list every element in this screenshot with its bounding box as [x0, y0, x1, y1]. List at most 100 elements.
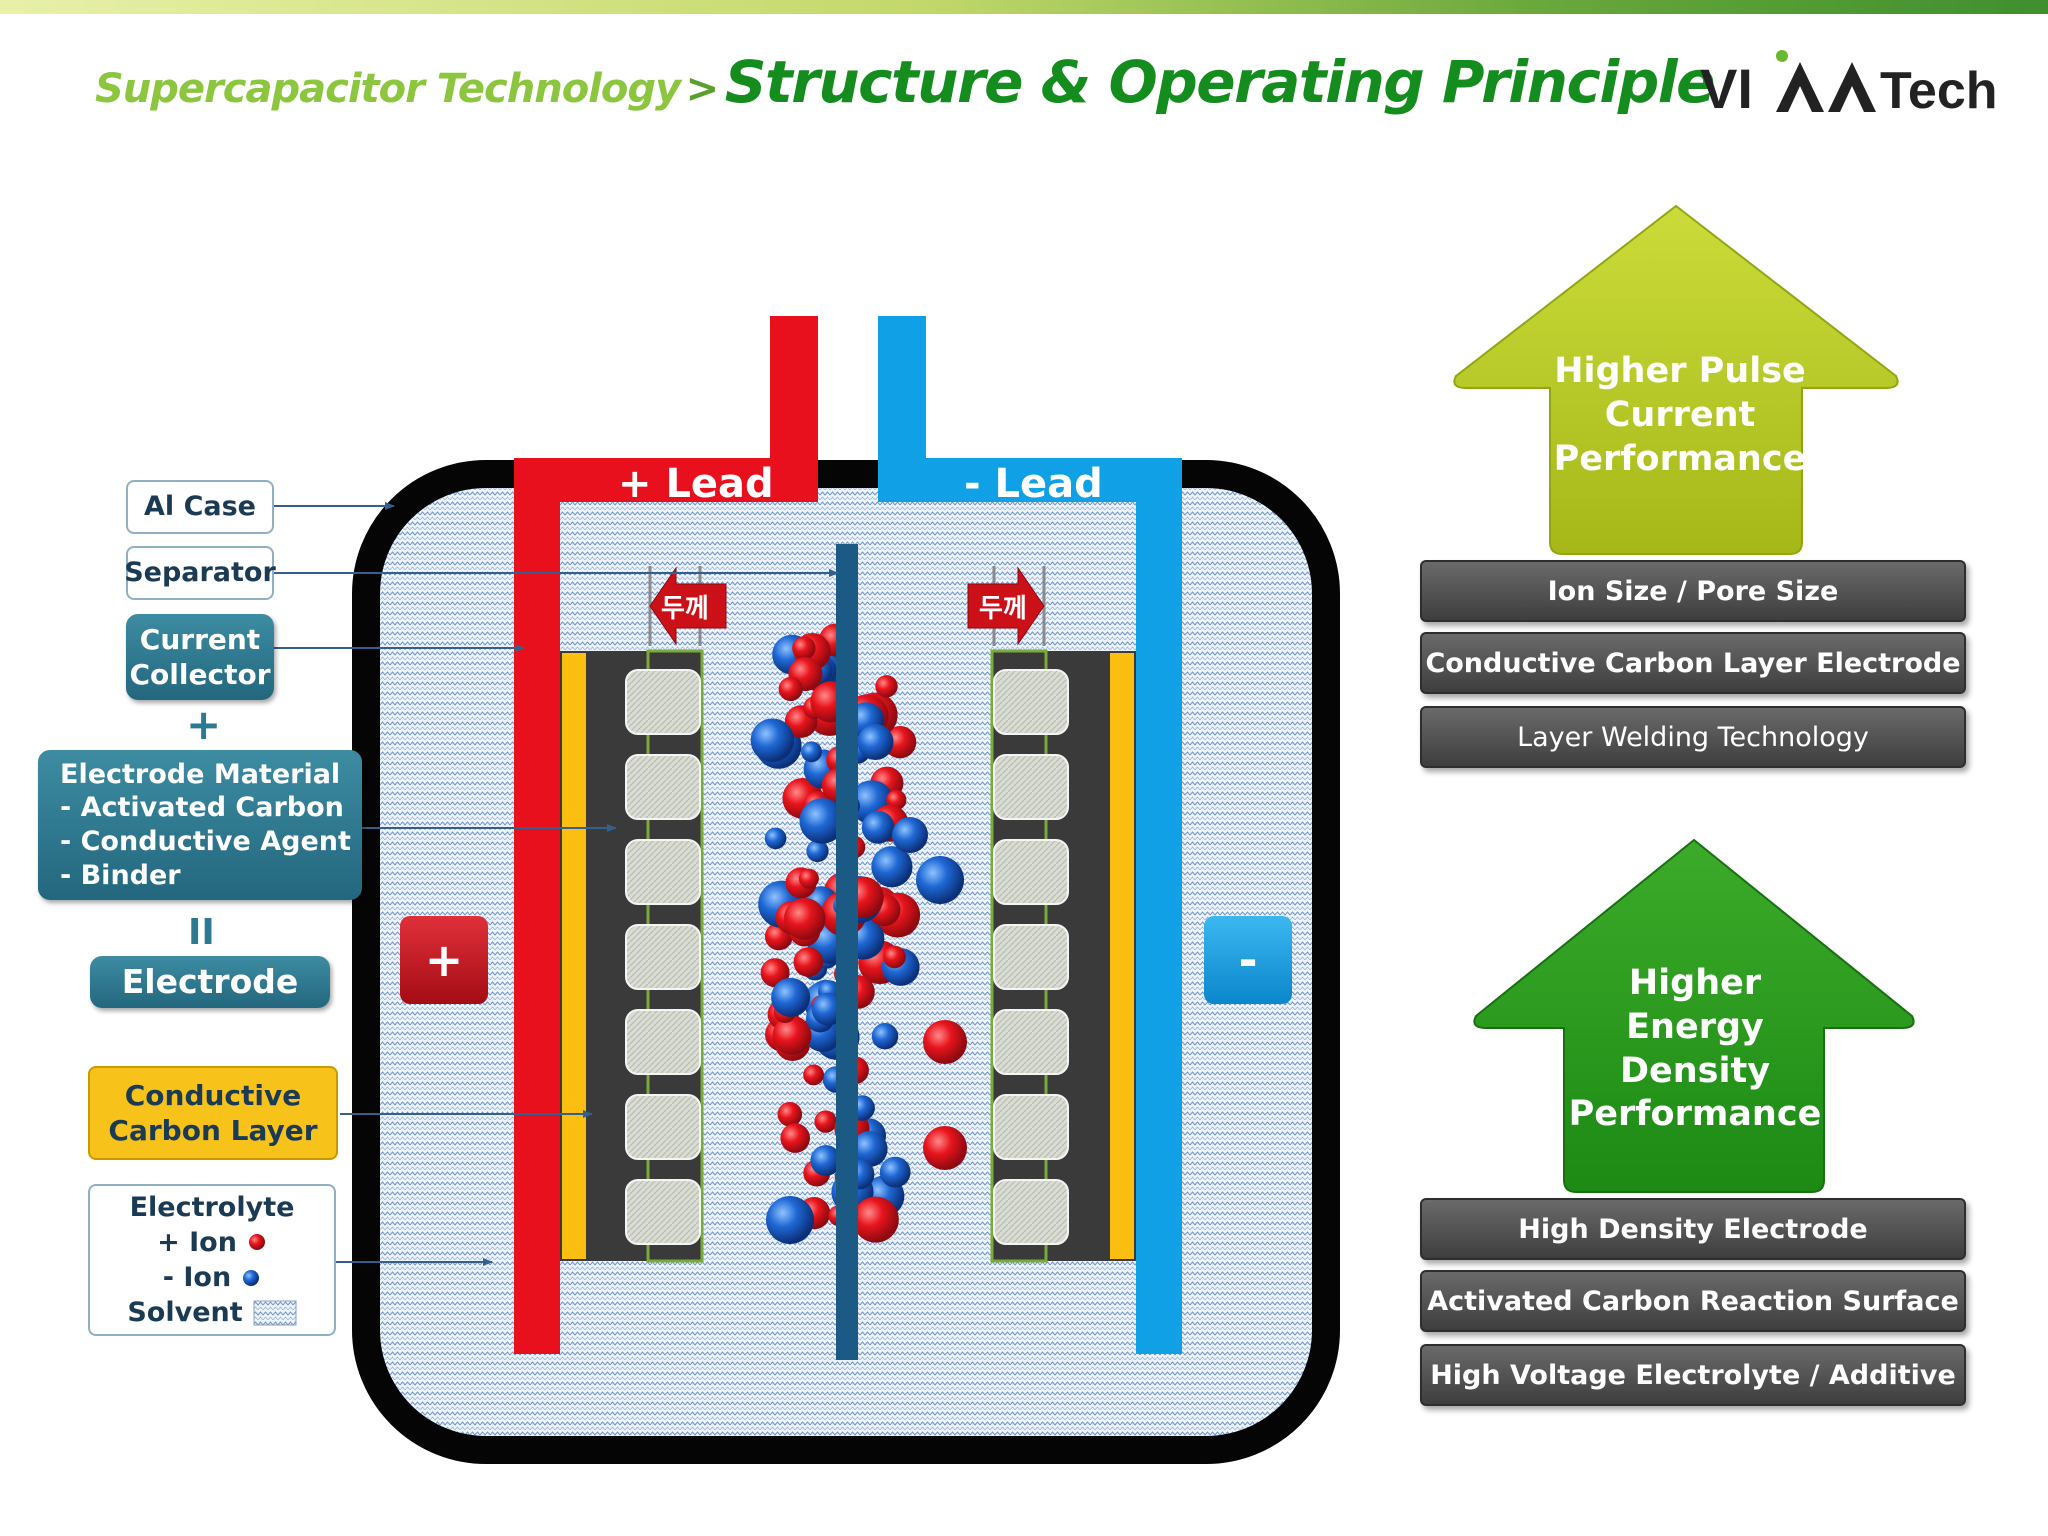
activated-carbon-block [993, 1179, 1069, 1245]
negative-ion [851, 1131, 888, 1167]
energy-factor-bar: High Voltage Electrolyte / Additive [1420, 1344, 1966, 1406]
positive-ion [852, 1196, 899, 1243]
title-separator: > [685, 66, 720, 112]
negative-ion [879, 1156, 911, 1188]
energy-factor-bar: Activated Carbon Reaction Surface [1420, 1270, 1966, 1332]
activated-carbon-block [993, 669, 1069, 735]
energy-arrow-line: Energy [1626, 1006, 1764, 1047]
positive-ion [783, 898, 826, 940]
energy-factor-bar: High Density Electrode [1420, 1198, 1966, 1260]
title-prefix: Supercapacitor Technology [95, 66, 681, 112]
energy-density-arrow [1473, 838, 1915, 1193]
separator-text: Separator [124, 557, 276, 589]
current-collector-text-1: Current [139, 623, 261, 656]
electrode-label: Electrode [90, 956, 330, 1008]
positive-ion [793, 947, 824, 977]
logo-chevron-icon [1828, 62, 1876, 112]
negative-ion [892, 817, 928, 853]
title-main: Structure & Operating Principle [724, 48, 1716, 116]
electrode-material-item: - Conductive Agent [60, 826, 351, 857]
negative-ion [861, 811, 895, 844]
electrode-text: Electrode [121, 962, 299, 1002]
minus-lead-label: - Lead [964, 461, 1103, 507]
negative-ion [871, 846, 913, 888]
left-conductive-carbon-layer [562, 653, 586, 1259]
positive-terminal-symbol: + [425, 933, 464, 987]
plus-symbol: + [186, 700, 222, 749]
minus-ion-text: - Ion [162, 1262, 232, 1293]
plus-lead-label: + Lead [618, 461, 774, 507]
negative-ion-icon [243, 1269, 260, 1286]
thickness-label-left: 두께 [661, 594, 709, 624]
negative-ion [764, 827, 787, 850]
positive-ion [803, 1064, 824, 1086]
positive-ion [814, 1110, 837, 1133]
negative-ion [916, 856, 964, 904]
negative-ion [806, 839, 829, 863]
logo-text-a: VI [1700, 57, 1753, 120]
negative-lead [878, 316, 1182, 1354]
pulse-arrow-line: Current [1604, 394, 1756, 435]
negative-ion [801, 741, 822, 763]
top-accent-bar [0, 0, 2048, 14]
activated-carbon-block [625, 1009, 701, 1075]
activated-carbon-block [993, 1094, 1069, 1160]
positive-ion [777, 1102, 803, 1127]
activated-carbon-block [625, 1094, 701, 1160]
negative-terminal-badge [1204, 916, 1292, 1004]
negative-ion [810, 1145, 842, 1176]
pulse-arrow-text: Higher Pulse Current Performance [1550, 350, 1810, 481]
positive-ion [792, 636, 816, 660]
activated-carbon-block [993, 839, 1069, 905]
positive-lead [514, 316, 818, 1354]
page-title: Supercapacitor Technology > Structure & … [95, 48, 1716, 116]
activated-carbon-block [625, 839, 701, 905]
positive-terminal-badge [400, 916, 488, 1004]
activated-carbon-block [625, 669, 701, 735]
negative-ion [771, 977, 811, 1017]
current-collector-text-2: Collector [129, 658, 271, 691]
pulse-factor-bar: Conductive Carbon Layer Electrode [1420, 632, 1966, 694]
positive-ion [883, 726, 917, 759]
positive-ion [883, 945, 906, 969]
electrode-material-title: Electrode Material [60, 758, 341, 790]
plus-ion-text: + Ion [157, 1226, 237, 1258]
electrolyte-legend: Electrolyte + Ion - Ion Solvent [88, 1184, 336, 1336]
positive-ion [923, 1020, 967, 1064]
right-conductive-carbon-layer [1110, 653, 1134, 1259]
positive-ion [778, 676, 803, 702]
conductive-carbon-text-2: Carbon Layer [108, 1114, 318, 1147]
positive-ion [875, 675, 898, 698]
negative-ion [871, 1022, 899, 1050]
electrolyte-title: Electrolyte [129, 1191, 295, 1223]
legend-pointers [274, 502, 839, 1266]
solvent-text: Solvent [127, 1297, 243, 1329]
activated-carbon-block [993, 924, 1069, 990]
pulse-arrow-line: Performance [1553, 438, 1807, 479]
electrode-material-item: - Binder [60, 859, 181, 891]
electrode-material-label: Electrode Material - Activated Carbon - … [38, 750, 362, 900]
thickness-arrow-right [967, 566, 1046, 646]
energy-arrow-text: Higher Energy Density Performance [1560, 962, 1830, 1137]
pulse-performance-arrow [1453, 204, 1899, 555]
thickness-arrow-left [648, 566, 727, 646]
pulse-arrow-line: Higher Pulse [1554, 351, 1806, 391]
negative-terminal-symbol: - [1238, 933, 1257, 987]
right-carbon-blocks [993, 669, 1069, 1245]
pulse-factor-bar: Layer Welding Technology [1420, 706, 1966, 768]
separator [836, 544, 858, 1360]
electrode-material-item: - Activated Carbon [60, 792, 344, 824]
positive-ion [780, 1123, 810, 1153]
logo-chevron-icon [1776, 62, 1824, 112]
logo-dot-icon [1776, 50, 1788, 62]
equals-symbol: II [188, 912, 215, 953]
solvent-pattern-icon [253, 1300, 297, 1326]
positive-ion [798, 868, 819, 889]
separator-label: Separator [124, 546, 276, 600]
al-case-text: Al Case [144, 491, 256, 523]
positive-ion [923, 1126, 967, 1170]
activated-carbon-block [993, 754, 1069, 820]
activated-carbon-block [625, 1179, 701, 1245]
conductive-carbon-text-1: Conductive [124, 1079, 302, 1112]
